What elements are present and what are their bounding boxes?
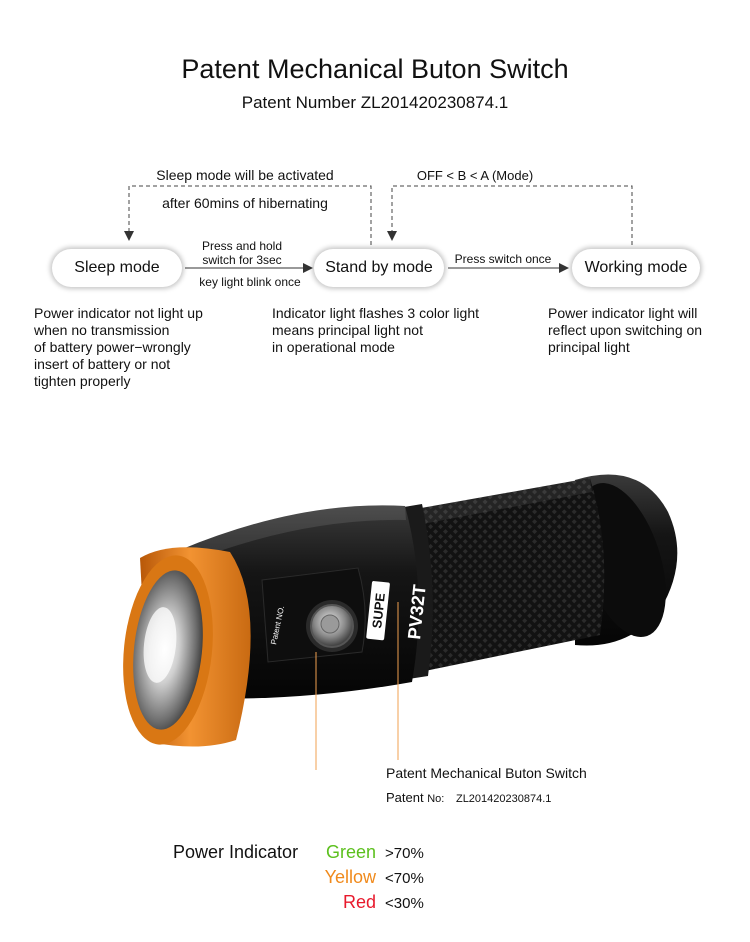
- working-desc-line: principal light: [548, 339, 630, 355]
- sleep-activation-note-line1: Sleep mode will be activated: [140, 167, 350, 184]
- standby-mode-description: Indicator light flashes 3 color light me…: [272, 305, 512, 356]
- mode-cycle-note: OFF < B < A (Mode): [402, 168, 548, 183]
- flashlight-product-image: Patent NO. SUPE PV32T: [123, 474, 678, 770]
- standby-mode-state: Stand by mode: [314, 249, 444, 287]
- brand-name: SUPE: [369, 592, 388, 629]
- page-title: Patent Mechanical Buton Switch: [181, 54, 569, 84]
- mode-flow-diagram: [124, 185, 633, 273]
- switch-callout-title: Patent Mechanical Buton Switch: [386, 765, 587, 781]
- mode-loop-connector: [387, 185, 633, 245]
- level-yellow-value: <70%: [385, 870, 424, 887]
- sleep-loop-connector: [124, 185, 372, 245]
- sleep-desc-line: insert of battery or not: [34, 356, 171, 372]
- standby-desc-line: Indicator light flashes 3 color light: [272, 305, 479, 321]
- working-mode-description: Power indicator light will reflect upon …: [548, 305, 738, 356]
- level-red-value: <30%: [385, 895, 424, 912]
- working-desc-line: Power indicator light will: [548, 305, 698, 321]
- patent-number: ZL201420230874.1: [455, 793, 552, 805]
- level-green-name: Green: [325, 842, 376, 862]
- patent-label: Patent: [386, 790, 424, 805]
- patent-no-label: No:: [427, 793, 445, 805]
- working-mode-state: Working mode: [572, 249, 700, 287]
- patent-number-subtitle: Patent Number ZL201420230874.1: [241, 93, 509, 112]
- sleep-mode-state: Sleep mode: [52, 249, 182, 287]
- level-red-name: Red: [342, 892, 376, 912]
- hold-switch-label-line2: switch for 3sec: [202, 253, 282, 267]
- sleep-activation-note-line2: after 60mins of hibernating: [162, 195, 328, 211]
- brand-logo: SUPE: [366, 581, 390, 641]
- power-indicator-label: Power Indicator: [173, 842, 299, 862]
- sleep-mode-description: Power indicator not light up when no tra…: [34, 305, 254, 390]
- key-light-blink-label: key light blink once: [199, 275, 301, 289]
- sleep-desc-line: tighten properly: [34, 373, 131, 389]
- switch-callout-patent: Patent No: ZL201420230874.1: [386, 790, 551, 805]
- standby-desc-line: means principal light not: [272, 322, 423, 338]
- standby-desc-line: in operational mode: [272, 339, 395, 355]
- level-green-value: >70%: [385, 845, 424, 862]
- hold-switch-label-line1: Press and hold: [201, 239, 283, 253]
- working-desc-line: reflect upon switching on: [548, 322, 703, 338]
- sleep-desc-line: when no transmission: [34, 322, 170, 338]
- sleep-desc-line: Power indicator not light up: [34, 305, 203, 321]
- level-yellow-name: Yellow: [324, 867, 376, 887]
- press-switch-label: Press switch once: [454, 252, 552, 266]
- sleep-desc-line: of battery power−wrongly: [34, 339, 191, 355]
